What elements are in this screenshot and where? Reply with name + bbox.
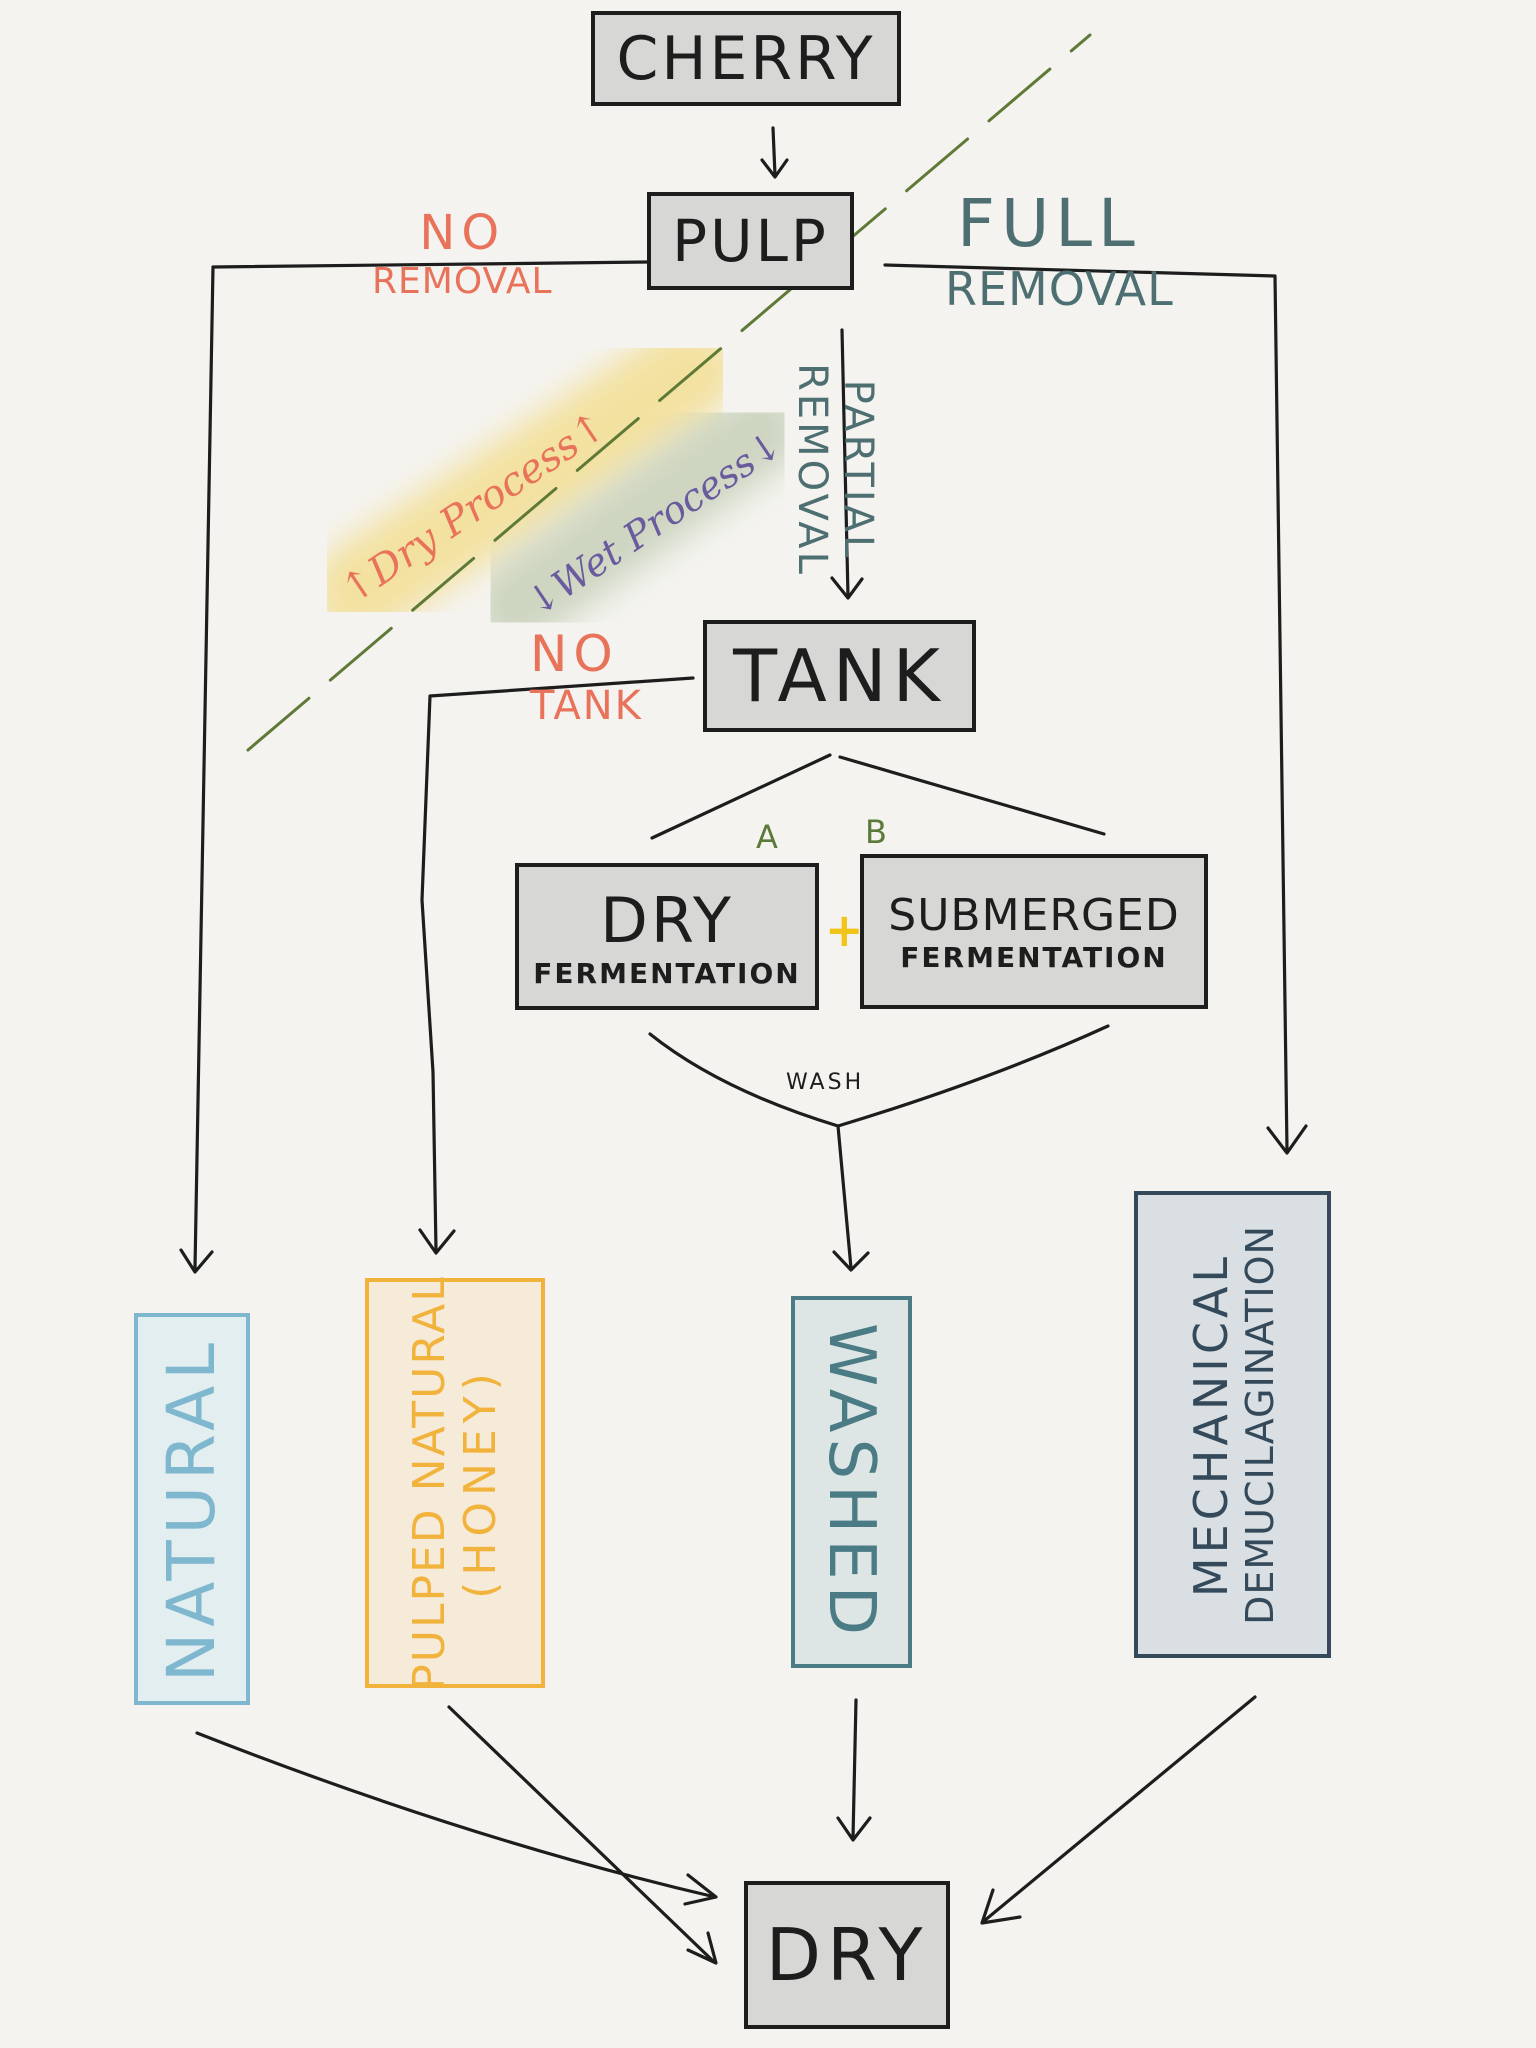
branch-tank-to-a xyxy=(650,753,832,840)
arrow-cherry-to-pulp xyxy=(771,126,777,177)
submerged-fermentation-line2: FERMENTATION xyxy=(900,940,1168,974)
no-removal-label: NO REMOVAL xyxy=(372,205,553,302)
mechanical-line2: DEMUCILAGINATION xyxy=(1237,1224,1282,1625)
full-removal-line2: REMOVAL xyxy=(945,262,1174,316)
natural-label: NATURAL xyxy=(153,1336,231,1682)
dry-node: DRY xyxy=(744,1881,950,2029)
arrow-pulp-to-natural xyxy=(193,260,650,1270)
mechanical-label: MECHANICAL DEMUCILAGINATION xyxy=(1184,1225,1282,1625)
plus-sign: + xyxy=(825,903,864,957)
partial-removal-label: PARTIAL REMOVAL xyxy=(770,355,900,585)
cherry-label: CHERRY xyxy=(616,23,876,94)
pulp-label: PULP xyxy=(672,207,829,275)
full-removal-label: FULL REMOVAL xyxy=(945,185,1174,316)
wet-process-highlight xyxy=(472,387,803,648)
dry-fermentation-line1: DRY xyxy=(600,883,734,957)
pulped-natural-line1: PULPED NATURAL xyxy=(404,1275,456,1691)
arrowhead-natural xyxy=(179,1248,214,1274)
natural-node: NATURAL xyxy=(134,1313,250,1705)
arrowhead-washed xyxy=(832,1250,870,1272)
arrow-tank-to-honey xyxy=(420,676,695,1252)
submerged-fermentation-node: SUBMERGED FERMENTATION xyxy=(860,854,1208,1009)
arrowhead-pulp xyxy=(760,158,789,179)
partial-removal-line1: PARTIAL xyxy=(835,379,881,561)
dry-label: DRY xyxy=(765,1913,929,1997)
pulped-natural-node: PULPED NATURAL (HONEY) xyxy=(365,1275,545,1691)
process-divider-line xyxy=(246,33,1092,752)
dry-fermentation-line2: FERMENTATION xyxy=(533,956,801,990)
option-a-label: A xyxy=(756,818,778,856)
option-b-label: B xyxy=(865,813,887,851)
arrow-washed-to-dry xyxy=(851,1698,858,1840)
no-removal-line2: REMOVAL xyxy=(372,261,553,302)
no-tank-line1: NO xyxy=(530,625,619,683)
dry-fermentation-node: DRY FERMENTATION xyxy=(515,863,819,1010)
merge-curve xyxy=(648,1024,1110,1128)
partial-removal-line2: REMOVAL xyxy=(789,363,835,577)
arrowhead-dry-from-honey xyxy=(686,1931,718,1965)
no-removal-line1: NO xyxy=(419,205,506,261)
tank-node: TANK xyxy=(703,620,976,732)
arrow-honey-to-dry xyxy=(447,1705,714,1962)
pulped-natural-label: PULPED NATURAL (HONEY) xyxy=(404,1275,506,1691)
mechanical-line1: MECHANICAL xyxy=(1183,1252,1238,1597)
washed-label: WASHED xyxy=(814,1322,889,1642)
no-tank-line2: TANK xyxy=(530,683,643,729)
pulp-node: PULP xyxy=(647,192,854,290)
tank-label: TANK xyxy=(733,634,946,718)
washed-node: WASHED xyxy=(791,1296,912,1668)
wash-label: WASH xyxy=(786,1070,865,1095)
arrowhead-tank xyxy=(830,576,864,600)
pulped-natural-line2: (HONEY) xyxy=(455,1367,507,1599)
submerged-fermentation-line1: SUBMERGED xyxy=(888,889,1180,941)
arrowhead-dry-from-washed xyxy=(836,1816,872,1842)
arrow-mechanical-to-dry xyxy=(982,1695,1257,1923)
arrow-pulp-to-tank xyxy=(840,328,850,598)
branch-tank-to-b xyxy=(838,755,1106,836)
dry-process-highlight xyxy=(312,322,738,638)
no-tank-label: NO TANK xyxy=(530,625,643,729)
arrowhead-dry-from-mechanical xyxy=(980,1888,1022,1925)
arrow-merge-to-washed xyxy=(836,1124,853,1270)
arrowhead-mechanical xyxy=(1266,1124,1308,1155)
arrow-natural-to-dry xyxy=(195,1731,717,1899)
full-removal-line1: FULL xyxy=(957,185,1141,262)
arrowhead-honey xyxy=(418,1228,456,1255)
arrowhead-dry-from-natural xyxy=(683,1873,718,1906)
cherry-node: CHERRY xyxy=(591,11,901,106)
arrow-pulp-to-mechanical xyxy=(883,263,1289,1152)
mechanical-node: MECHANICAL DEMUCILAGINATION xyxy=(1134,1191,1331,1658)
